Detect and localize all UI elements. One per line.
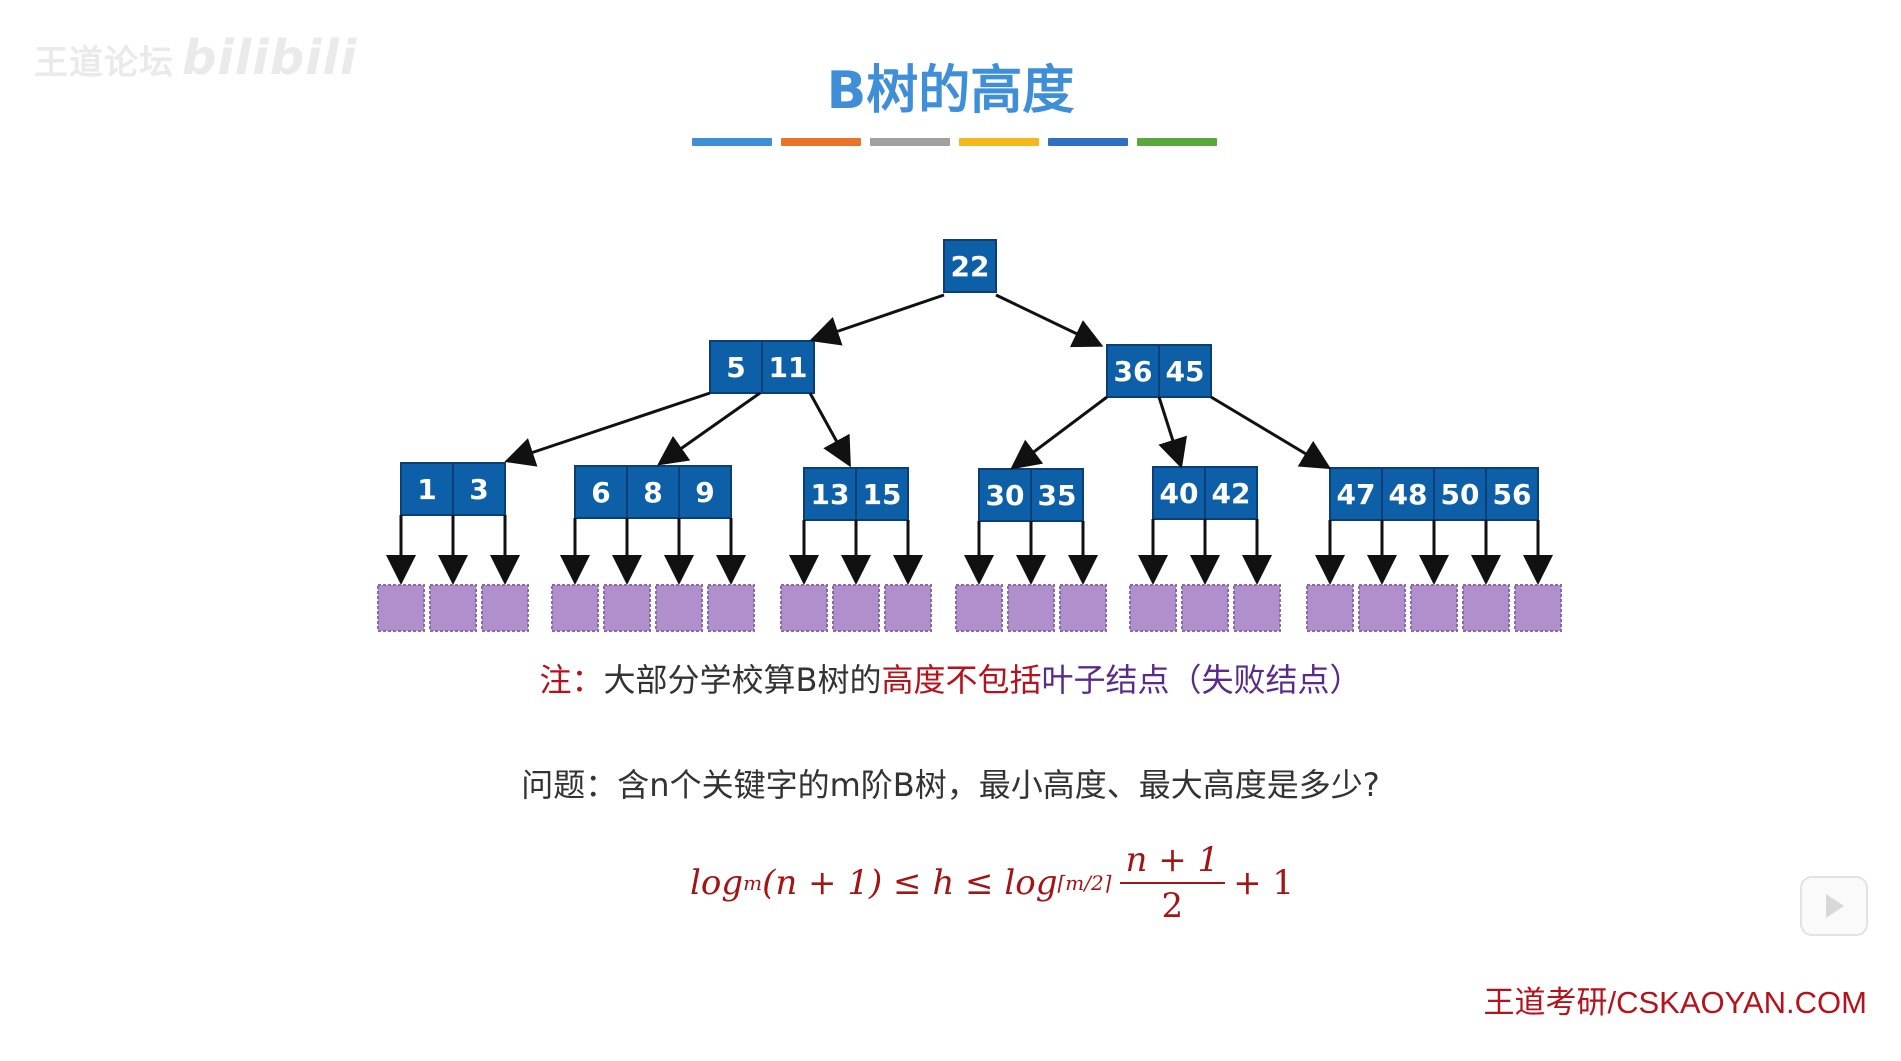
play-icon bbox=[1826, 894, 1844, 918]
node-key-label: 22 bbox=[951, 250, 990, 283]
node-key-cell bbox=[678, 465, 732, 519]
node-key-label: 30 bbox=[986, 479, 1025, 512]
leaf-failure-node bbox=[1059, 584, 1107, 632]
leaf-failure-node bbox=[1233, 584, 1281, 632]
note-red-part: 高度不包括 bbox=[881, 661, 1042, 699]
node-key-cell bbox=[943, 239, 997, 293]
formula-sub-m: m bbox=[743, 871, 763, 895]
note-text: 注：大部分学校算B树的高度不包括叶子结点（失败结点） bbox=[0, 655, 1901, 701]
color-bar-segment bbox=[1137, 138, 1217, 146]
leaf-failure-node bbox=[884, 584, 932, 632]
node-key-label: 36 bbox=[1114, 355, 1153, 388]
node-key-label: 8 bbox=[643, 476, 662, 509]
leaf-failure-node bbox=[1181, 584, 1229, 632]
node-key-label: 42 bbox=[1212, 477, 1251, 510]
node-key-cell bbox=[1485, 467, 1539, 521]
node-key-label: 47 bbox=[1337, 478, 1376, 511]
node-key-cell bbox=[978, 468, 1032, 522]
node-key-cell bbox=[761, 340, 815, 394]
node-key-label: 45 bbox=[1166, 355, 1205, 388]
leaf-failure-node bbox=[707, 584, 755, 632]
formula-denominator: 2 bbox=[1161, 886, 1184, 926]
node-key-cell bbox=[400, 462, 454, 516]
question-text: 问题：含n个关键字的m阶B树，最小高度、最大高度是多少? bbox=[521, 766, 1380, 804]
node-key-label: 1 bbox=[417, 473, 436, 506]
node-key-cell bbox=[1106, 344, 1160, 398]
note-middle: 大部分学校算B树的 bbox=[603, 661, 882, 699]
note-prefix: 注： bbox=[539, 661, 604, 699]
leaf-failure-node bbox=[1462, 584, 1510, 632]
node-key-cell bbox=[626, 465, 680, 519]
node-key-label: 48 bbox=[1389, 478, 1428, 511]
edge-arrow bbox=[1010, 395, 1108, 470]
leaf-failure-node bbox=[1306, 584, 1354, 632]
edge-arrow bbox=[809, 293, 945, 346]
leaf-failure-node bbox=[1358, 584, 1406, 632]
node-key-label: 40 bbox=[1160, 477, 1199, 510]
node-key-label: 11 bbox=[769, 351, 808, 384]
color-bar-segment bbox=[1048, 138, 1128, 146]
formula-numerator: n + 1 bbox=[1119, 838, 1226, 884]
color-bar-segment bbox=[781, 138, 861, 146]
node-key-cell bbox=[709, 340, 763, 394]
leaf-failure-node bbox=[780, 584, 828, 632]
color-bar-segment bbox=[870, 138, 950, 146]
leaf-failure-node bbox=[1410, 584, 1458, 632]
leaf-failure-node bbox=[377, 584, 425, 632]
leaf-failure-node bbox=[955, 584, 1003, 632]
node-key-cell bbox=[452, 462, 506, 516]
page-title: B树的高度 bbox=[826, 61, 1075, 121]
formula-suffix: + 1 bbox=[1233, 863, 1295, 903]
node-key-cell bbox=[1030, 468, 1084, 522]
edge-arrow bbox=[1210, 395, 1332, 470]
node-key-label: 56 bbox=[1493, 478, 1532, 511]
node-key-cell bbox=[1329, 467, 1383, 521]
brand-footer: 王道考研/CSKAOYAN.COM bbox=[1483, 985, 1867, 1020]
edge-arrow bbox=[808, 392, 851, 468]
play-button[interactable] bbox=[1800, 876, 1868, 936]
edge-arrow bbox=[504, 391, 711, 467]
node-key-label: 15 bbox=[863, 478, 902, 511]
node-key-cell bbox=[1204, 466, 1258, 520]
node-key-label: 9 bbox=[695, 476, 714, 509]
formula-middle: (n + 1) ≤ h ≤ log bbox=[762, 863, 1058, 903]
node-key-label: 50 bbox=[1441, 478, 1480, 511]
leaf-failure-node bbox=[832, 584, 880, 632]
edge-arrow bbox=[995, 293, 1104, 348]
node-key-label: 35 bbox=[1038, 479, 1077, 512]
bilibili-logo: bilibili bbox=[182, 30, 358, 86]
leaf-failure-node bbox=[551, 584, 599, 632]
node-key-cell bbox=[1152, 466, 1206, 520]
leaf-failure-node bbox=[655, 584, 703, 632]
node-key-label: 6 bbox=[591, 476, 610, 509]
note-purple-part: 叶子结点（失败结点） bbox=[1041, 661, 1362, 699]
color-bar-segment bbox=[959, 138, 1039, 146]
edge-arrow bbox=[657, 391, 761, 466]
node-key-label: 3 bbox=[469, 473, 488, 506]
formula-log-left: log bbox=[690, 863, 744, 903]
edge-arrow bbox=[1157, 396, 1188, 469]
leaf-failure-node bbox=[429, 584, 477, 632]
node-key-cell bbox=[1433, 467, 1487, 521]
color-bar-segment bbox=[692, 138, 772, 146]
node-key-label: 13 bbox=[811, 478, 850, 511]
leaf-failure-node bbox=[481, 584, 529, 632]
leaf-failure-node bbox=[603, 584, 651, 632]
formula-fraction: n + 1 2 bbox=[1119, 838, 1226, 928]
title-color-bar bbox=[692, 138, 1217, 146]
node-key-label: 5 bbox=[726, 351, 745, 384]
leaf-failure-node bbox=[1129, 584, 1177, 632]
node-key-cell bbox=[803, 467, 857, 521]
node-key-cell bbox=[1158, 344, 1212, 398]
leaf-failure-node bbox=[1007, 584, 1055, 632]
formula-sub-ceil: ⌈m/2⌉ bbox=[1057, 871, 1112, 895]
watermark-text: 王道论坛 bbox=[34, 43, 174, 83]
leaf-failure-node bbox=[1514, 584, 1562, 632]
node-key-cell bbox=[855, 467, 909, 521]
